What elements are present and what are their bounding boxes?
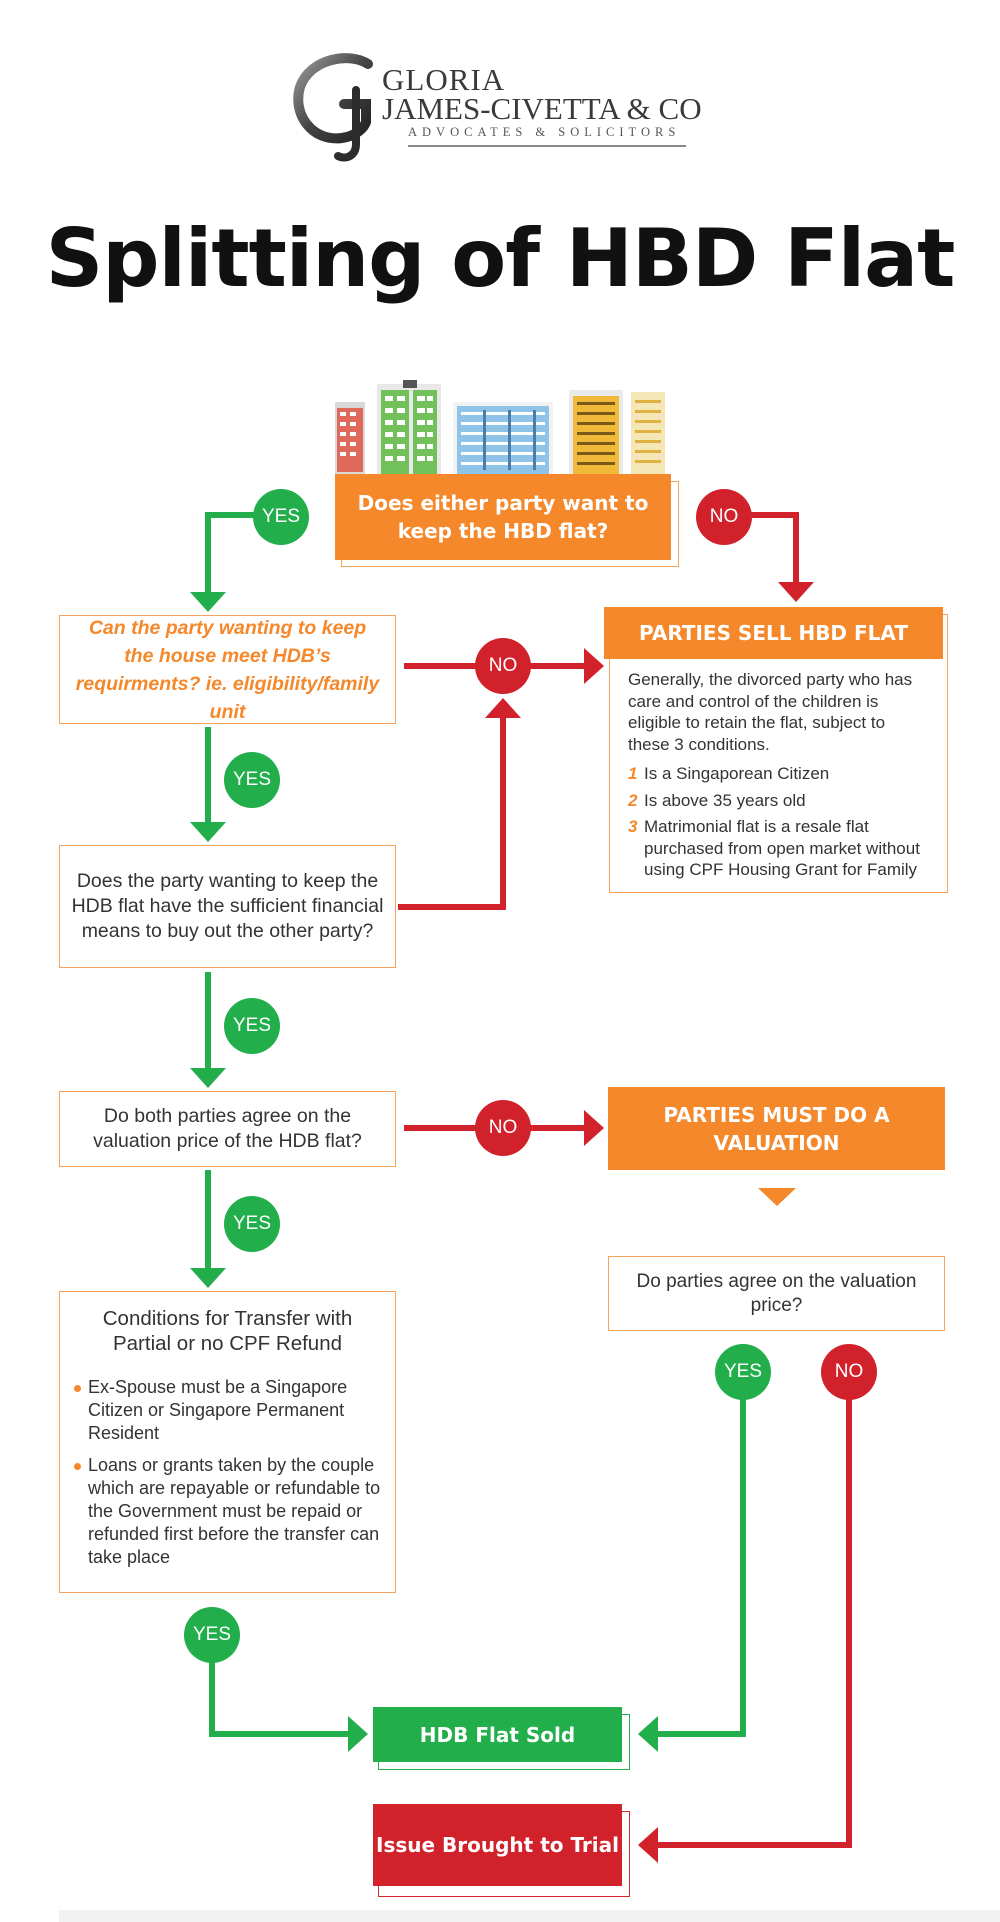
- logo-name-line2: JAMES-CIVETTA & CO: [382, 91, 702, 126]
- q3-financial-means: Does the party wanting to keep the HDB f…: [59, 845, 396, 968]
- sell-intro: Generally, the divorced party who has ca…: [628, 670, 913, 754]
- valuation-question: Do parties agree on the valuation price?: [608, 1256, 945, 1331]
- transfer-conditions-box: Conditions for Transfer with Partial or …: [59, 1291, 396, 1593]
- no-badge-q4: NO: [475, 1100, 531, 1156]
- transfer-conditions-title: Conditions for Transfer with Partial or …: [102, 1307, 353, 1355]
- logo-name-line1: GLORIA: [382, 62, 506, 97]
- footer-bar: [59, 1910, 1000, 1922]
- arrowhead: [584, 1110, 604, 1146]
- arrow-valuation-yes: [655, 1396, 746, 1737]
- bullet-icon: [74, 1463, 81, 1470]
- arrowhead: [638, 1827, 658, 1863]
- logo-tagline: ADVOCATES & SOLICITORS: [408, 125, 681, 139]
- no-badge-q1: NO: [696, 489, 752, 545]
- arrow-q1-yes: [205, 512, 258, 594]
- outcome-trial: Issue Brought to Trial: [373, 1804, 622, 1886]
- arrowhead: [778, 582, 814, 602]
- outcome-flat-sold: HDB Flat Sold: [373, 1707, 622, 1762]
- arrowhead: [348, 1716, 368, 1752]
- arrowhead: [190, 592, 226, 612]
- arrow-q1-no: [748, 512, 799, 584]
- q4-agree-valuation: Do both parties agree on the valuation p…: [59, 1091, 396, 1167]
- down-triangle: [758, 1188, 796, 1206]
- arrowhead: [485, 698, 521, 718]
- yes-badge-valuation: YES: [715, 1344, 771, 1400]
- hdb-buildings-illustration: [335, 380, 665, 476]
- transfer-conditions-list: Ex-Spouse must be a Singapore Citizen or…: [74, 1376, 381, 1569]
- arrow-valuation-no: [655, 1396, 852, 1848]
- yes-badge-q2: YES: [224, 752, 280, 808]
- yes-badge-q1: YES: [253, 489, 309, 545]
- arrowhead: [584, 648, 604, 684]
- sell-heading: PARTIES SELL HBD FLAT: [604, 607, 943, 659]
- arrowhead: [638, 1716, 658, 1752]
- bullet-icon: [74, 1385, 81, 1392]
- yes-badge-q4: YES: [224, 1196, 280, 1252]
- yes-badge-transfer: YES: [184, 1607, 240, 1663]
- arrowhead: [190, 822, 226, 842]
- list-item: Loans or grants taken by the couple whic…: [74, 1454, 381, 1569]
- valuation-heading: PARTIES MUST DO A VALUATION: [608, 1087, 945, 1170]
- firm-logo-mark: [293, 53, 373, 162]
- arrow-transfer-yes: [209, 1660, 350, 1737]
- q2-hdb-requirements: Can the party wanting to keep the house …: [59, 615, 396, 724]
- arrowhead: [190, 1068, 226, 1088]
- list-item: Ex-Spouse must be a Singapore Citizen or…: [74, 1376, 381, 1445]
- no-badge-q2: NO: [475, 638, 531, 694]
- logo-rule: [408, 145, 686, 147]
- q1-keep-flat: Does either party want to keep the HBD f…: [335, 474, 671, 560]
- no-badge-valuation: NO: [821, 1344, 877, 1400]
- page-title: Splitting of HBD Flat: [45, 212, 956, 305]
- arrow-q3-no: [398, 716, 506, 910]
- arrowhead: [190, 1268, 226, 1288]
- sell-conditions-box: Generally, the divorced party who has ca…: [609, 614, 948, 893]
- yes-badge-q3: YES: [224, 998, 280, 1054]
